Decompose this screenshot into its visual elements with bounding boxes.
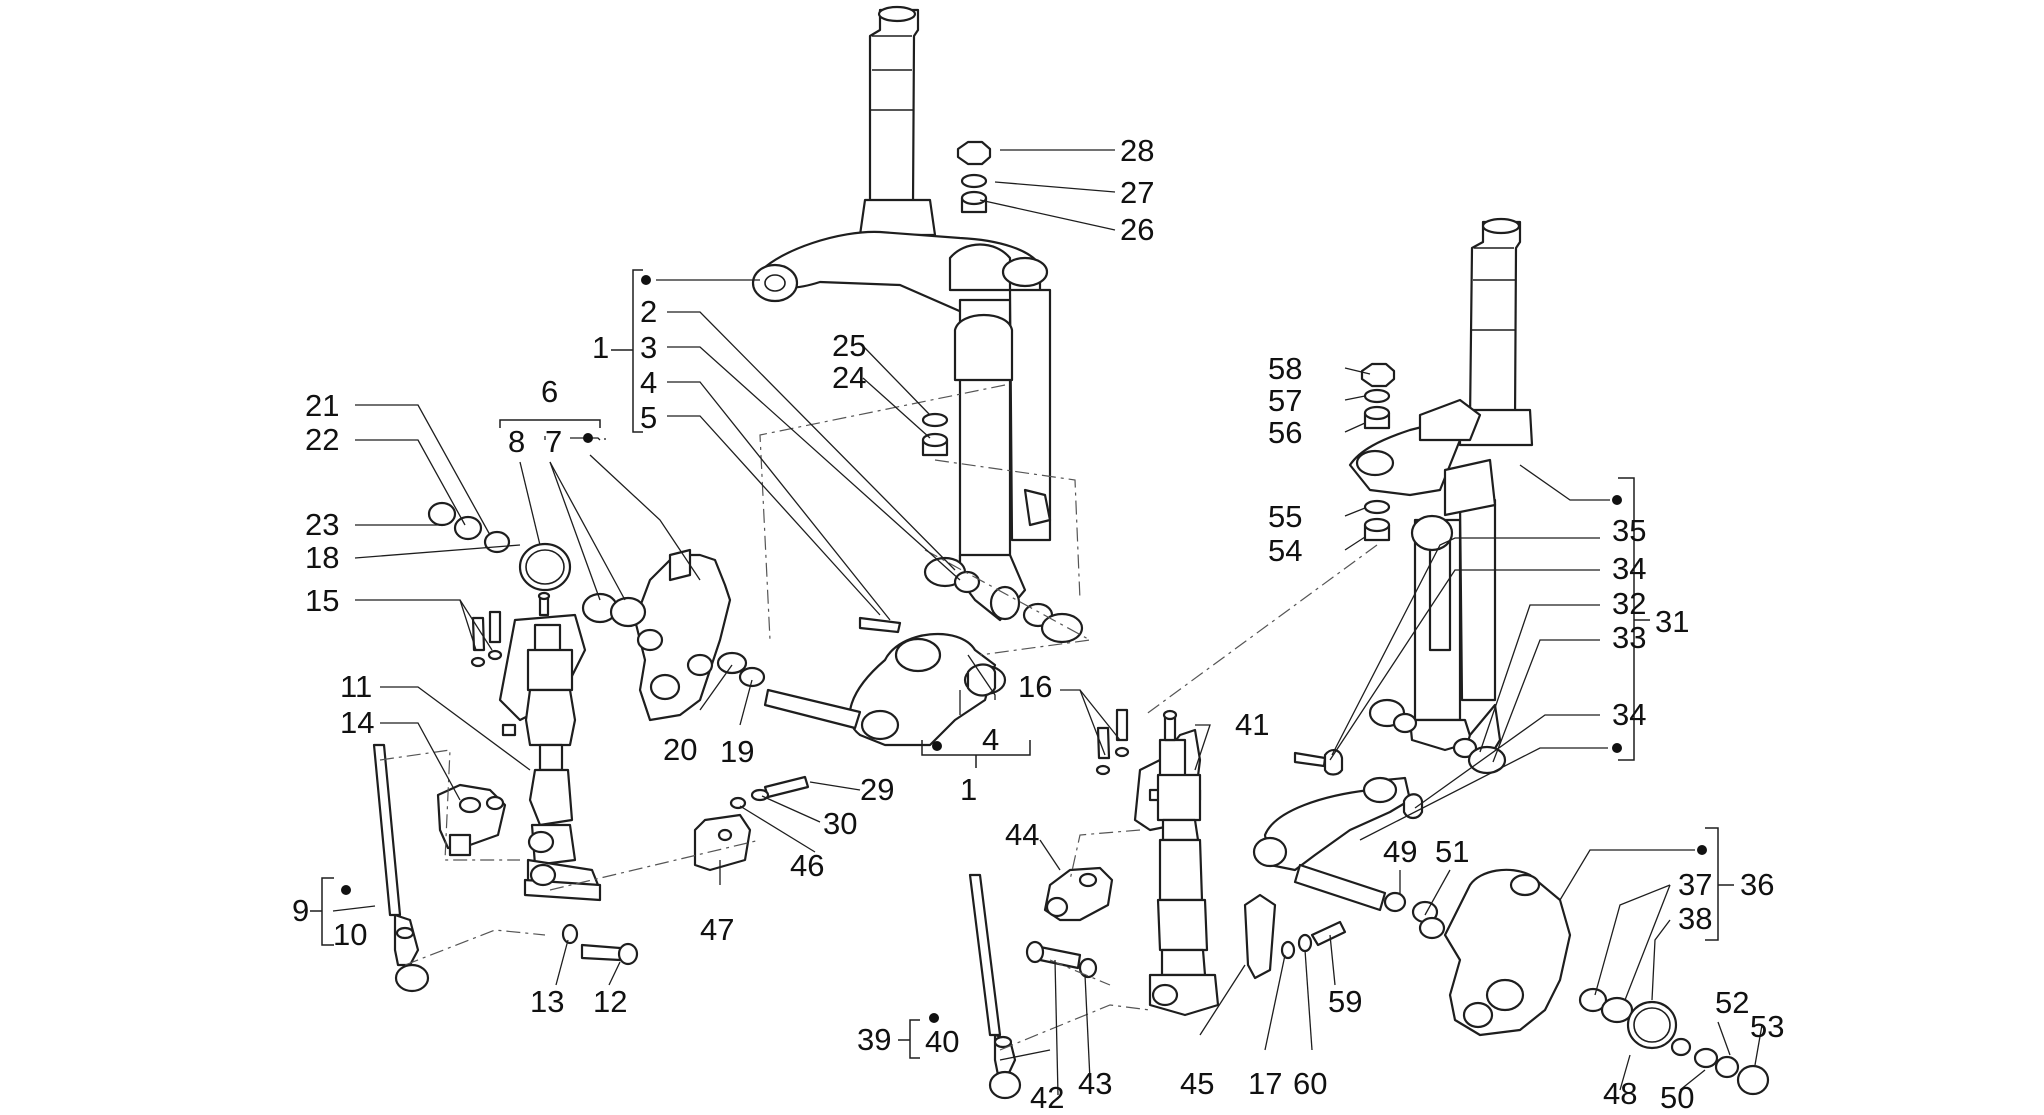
leader-lines [332,149,1763,1096]
right-top-nut-stack [1360,362,1396,542]
left-fork-assembly [372,5,1092,993]
callout-49: 49 [1383,834,1417,869]
callout-52: 52 [1715,985,1749,1020]
callout-45: 45 [1180,1066,1214,1101]
callout-57: 57 [1268,383,1302,418]
callout-41: 41 [1235,707,1269,742]
callout-labels: 28 27 26 2 1 3 4 5 25 24 6 8 7 21 22 23 … [292,133,1784,1115]
callout-12: 12 [593,984,627,1019]
callout-14: 14 [340,705,374,740]
callout-15: 15 [305,583,339,618]
callout-32: 32 [1612,586,1646,621]
callout-4: 4 [640,365,657,400]
callout-55: 55 [1268,499,1302,534]
right-screws [1095,708,1130,776]
callout-9: 9 [292,893,309,928]
callout-10: 10 [333,917,367,952]
callout-4b: 4 [982,722,999,757]
right-fork-seals [1368,698,1507,775]
callout-46: 46 [790,848,824,883]
callout-44: 44 [1005,817,1039,852]
right-fork-assembly [968,217,1770,1100]
right-bolt [1025,940,1098,979]
callout-24: 24 [832,360,866,395]
callout-25: 25 [832,328,866,363]
left-fork-legs [953,288,1052,622]
callout-34: 34 [1612,551,1646,586]
callout-59: 59 [1328,984,1362,1019]
right-hub-washers [1411,900,1770,1096]
left-bolt [561,923,639,966]
right-rod [968,873,1022,1100]
callout-36: 36 [1740,867,1774,902]
callout-37: 37 [1678,867,1712,902]
callout-40: 40 [925,1024,959,1059]
callout-39: 39 [857,1022,891,1057]
right-fork-legs [1408,458,1502,762]
left-axle-spacers [716,651,766,688]
callout-27: 27 [1120,175,1154,210]
left-steering-column [858,5,937,237]
right-mount-bracket [1243,893,1347,980]
callout-13: 13 [530,984,564,1019]
callout-42: 42 [1030,1080,1064,1115]
callout-2: 2 [640,294,657,329]
right-assembly-lines [999,544,1378,1051]
callout-16: 16 [1018,669,1052,704]
callout-1: 1 [592,330,609,365]
callout-7: 7 [545,424,562,459]
callout-47: 47 [700,912,734,947]
callout-31: 31 [1655,604,1689,639]
right-swing-arm [1252,749,1424,913]
left-top-nut-stack [921,140,992,457]
callout-60: 60 [1293,1066,1327,1101]
callout-28: 28 [1120,133,1154,168]
callout-58: 58 [1268,351,1302,386]
callout-19: 19 [720,734,754,769]
callout-18: 18 [305,540,339,575]
left-swing-arm [763,616,1007,747]
callout-17: 17 [1248,1066,1282,1101]
callout-48: 48 [1603,1076,1637,1111]
left-shock-absorber [498,591,602,902]
callout-43: 43 [1078,1066,1112,1101]
callout-21: 21 [305,388,339,423]
callout-29: 29 [860,772,894,807]
callout-50: 50 [1660,1080,1694,1115]
callout-33: 33 [1612,620,1646,655]
left-assembly-lines [379,384,1092,966]
left-axle-washers [427,501,572,592]
left-brake-caliper [581,548,732,722]
callout-5: 5 [640,400,657,435]
callout-6: 6 [541,374,558,409]
right-shock-absorber [1133,709,1220,1017]
callout-26: 26 [1120,212,1154,247]
callout-20: 20 [663,732,697,767]
callout-35: 35 [1612,513,1646,548]
callout-56: 56 [1268,415,1302,450]
right-hub-carrier [1443,868,1572,1037]
group-brackets [310,269,1734,1059]
callout-23: 23 [305,507,339,542]
callout-3: 3 [640,330,657,365]
right-upper-clamp [1348,398,1482,497]
left-fork-seals [923,556,1084,644]
left-upper-clamp [751,230,1049,322]
callout-1b: 1 [960,772,977,807]
callout-8: 8 [508,424,525,459]
left-screws [470,610,503,668]
left-rod [372,743,430,993]
callout-30: 30 [823,806,857,841]
callout-34b: 34 [1612,697,1646,732]
callout-51: 51 [1435,834,1469,869]
callout-38: 38 [1678,901,1712,936]
callout-11: 11 [340,669,372,704]
callout-22: 22 [305,422,339,457]
right-damper-valve [1043,866,1114,922]
callout-54: 54 [1268,533,1302,568]
callout-53: 53 [1750,1009,1784,1044]
left-damper-valve [436,783,507,857]
